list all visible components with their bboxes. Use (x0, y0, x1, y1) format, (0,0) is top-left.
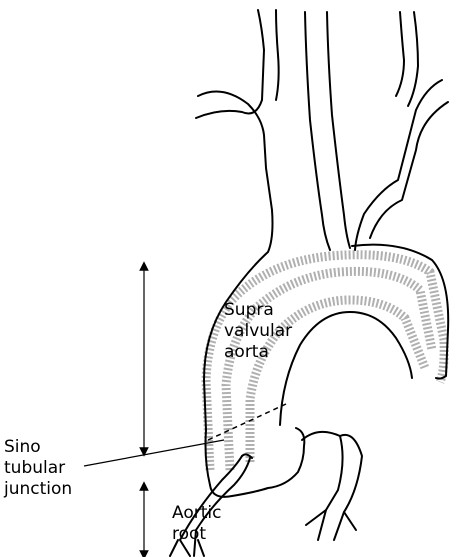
vessel-outline (170, 10, 448, 556)
label-line: junction (4, 479, 72, 500)
label-line: tubular (4, 458, 72, 479)
label-aortic-root: Aortic root (172, 503, 221, 545)
sinotubular-leader-line (84, 440, 224, 466)
label-sino-tubular-junction: Sino tubular junction (4, 437, 72, 500)
label-line: Supra (224, 300, 292, 321)
label-line: aorta (224, 342, 292, 363)
label-line: valvular (224, 321, 292, 342)
label-supra-valvular-aorta: Supra valvular aorta (224, 300, 292, 363)
label-line: root (172, 524, 221, 545)
label-line: Aortic (172, 503, 221, 524)
label-line: Sino (4, 437, 72, 458)
